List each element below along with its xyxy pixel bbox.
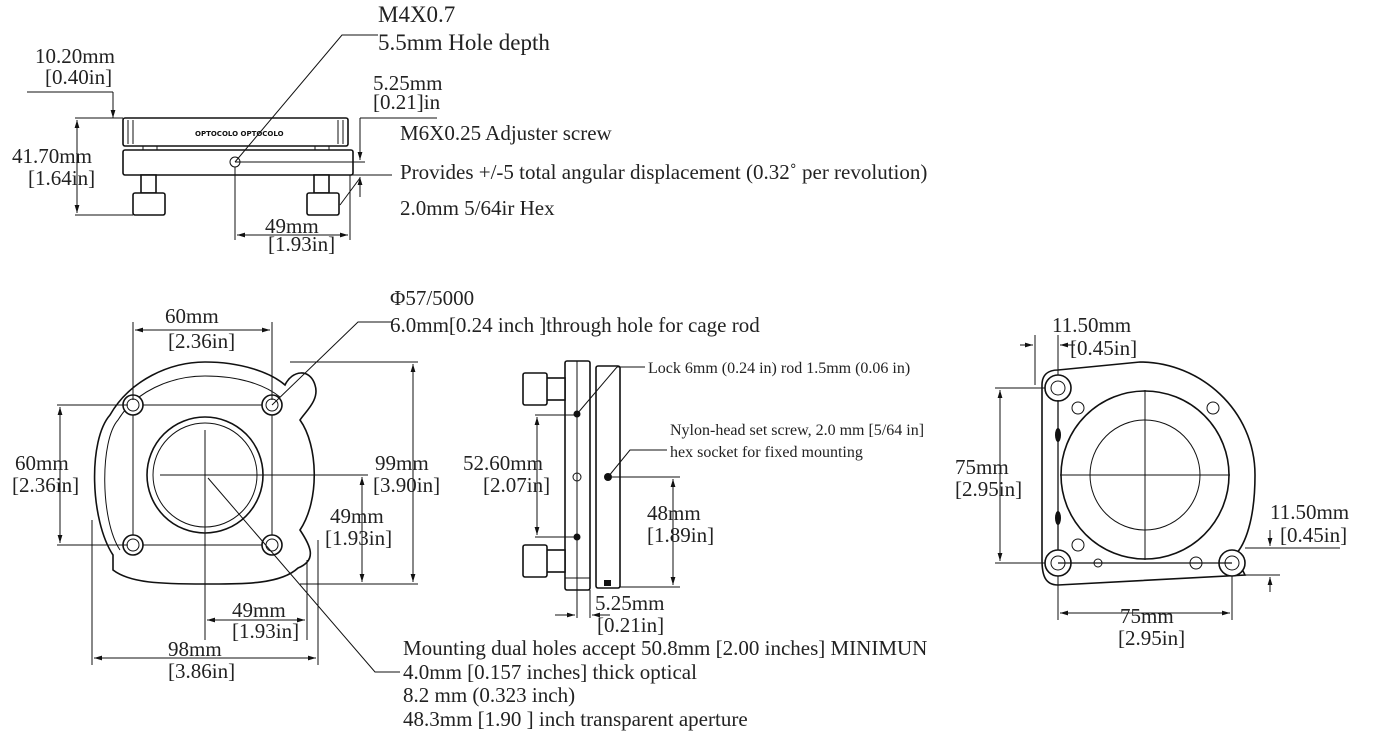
side-view: Lock 6mm (0.24 in) rod 1.5mm (0.06 in) N…	[463, 360, 924, 637]
spacing-in: [1.93in]	[268, 232, 335, 256]
height-in: [1.64in]	[28, 166, 95, 190]
spacing-mm: 49mm	[265, 214, 319, 238]
m4-thread-label: M4X0.7	[378, 2, 455, 27]
right-offset-in: [0.45in]	[1280, 523, 1347, 547]
total-height-in: [3.90in]	[373, 473, 440, 497]
adjuster-knob-right	[306, 192, 340, 216]
cage-rod-holes	[122, 394, 283, 556]
note-4: 48.3mm [1.90 ] inch transparent aperture	[403, 707, 748, 731]
lock-label: Lock 6mm (0.24 in) rod 1.5mm (0.06 in)	[648, 360, 910, 377]
front-view: Φ57/5000 6.0mm[0.24 inch ]through hole f…	[12, 286, 927, 731]
side-knob-top	[522, 372, 548, 406]
side-stem-top	[545, 377, 566, 401]
adjuster-knob-left	[132, 192, 166, 216]
back-height-mm: 75mm	[955, 455, 1009, 479]
set-screw-label-2: hex socket for fixed mounting	[670, 444, 863, 461]
note-2: 4.0mm [0.157 inches] thick optical	[403, 660, 697, 684]
gap-mm: 5.25mm	[595, 591, 664, 615]
center-width-mm: 49mm	[232, 598, 286, 622]
left-height-mm: 60mm	[15, 451, 69, 475]
center-height-in: [1.93in]	[325, 526, 392, 550]
through-hole-label: 6.0mm[0.24 inch ]through hole for cage r…	[390, 313, 760, 337]
back-view: 11.50mm [0.45in] 75mm [2.95in] 11.50mm […	[955, 313, 1349, 650]
right-offset-mm: 11.50mm	[1270, 500, 1349, 524]
offset-mm: 5.25mm	[373, 71, 442, 95]
offset-in: [0.21]in	[373, 90, 441, 114]
back-width-in: [2.95in]	[1118, 626, 1185, 650]
adjuster-stem-right	[313, 174, 330, 194]
adjuster-label: M6X0.25 Adjuster screw	[400, 121, 613, 145]
top-view: OPTOCOLO OPTOCOLO M4X0.7 5.5mm Hole dept…	[12, 2, 927, 256]
total-height-mm: 99mm	[375, 451, 429, 475]
plate-thickness-mm: 10.20mm	[35, 44, 115, 68]
svg-text:OPTOCOLO OPTOCOLO: OPTOCOLO OPTOCOLO	[195, 130, 284, 138]
total-width-mm: 98mm	[168, 637, 222, 661]
top-offset-in: [0.45in]	[1070, 336, 1137, 360]
gap-in: [0.21in]	[597, 613, 664, 637]
total-width-in: [3.86in]	[168, 659, 235, 683]
center-width-in: [1.93in]	[232, 619, 299, 643]
screw-height-mm: 48mm	[647, 501, 701, 525]
note-1: Mounting dual holes accept 50.8mm [2.00 …	[403, 636, 927, 660]
rod-spacing-mm: 52.60mm	[463, 451, 543, 475]
note-3: 8.2 mm (0.323 inch)	[403, 683, 575, 707]
top-width-in: [2.36in]	[168, 329, 235, 353]
left-height-in: [2.36in]	[12, 473, 79, 497]
back-width-mm: 75mm	[1120, 604, 1174, 628]
adjuster-stem-left	[140, 174, 157, 194]
hex-label: 2.0mm 5/64ir Hex	[400, 196, 555, 220]
top-offset-mm: 11.50mm	[1052, 313, 1131, 337]
rod-spacing-in: [2.07in]	[483, 473, 550, 497]
plate-thickness-in: [0.40in]	[45, 65, 112, 89]
side-stem-bottom	[545, 549, 566, 573]
center-height-mm: 49mm	[330, 504, 384, 528]
set-screw-label-1: Nylon-head set screw, 2.0 mm [5/64 in]	[670, 422, 924, 439]
top-plate	[122, 117, 349, 147]
top-width-mm: 60mm	[165, 304, 219, 328]
height-mm: 41.70mm	[12, 144, 92, 168]
angular-label: Provides +/-5 total angular displacement…	[400, 160, 927, 184]
side-knob-bottom	[522, 544, 548, 578]
hole-depth-label: 5.5mm Hole depth	[378, 30, 550, 55]
screw-height-in: [1.89in]	[647, 523, 714, 547]
back-height-in: [2.95in]	[955, 477, 1022, 501]
phi-label: Φ57/5000	[390, 286, 474, 310]
